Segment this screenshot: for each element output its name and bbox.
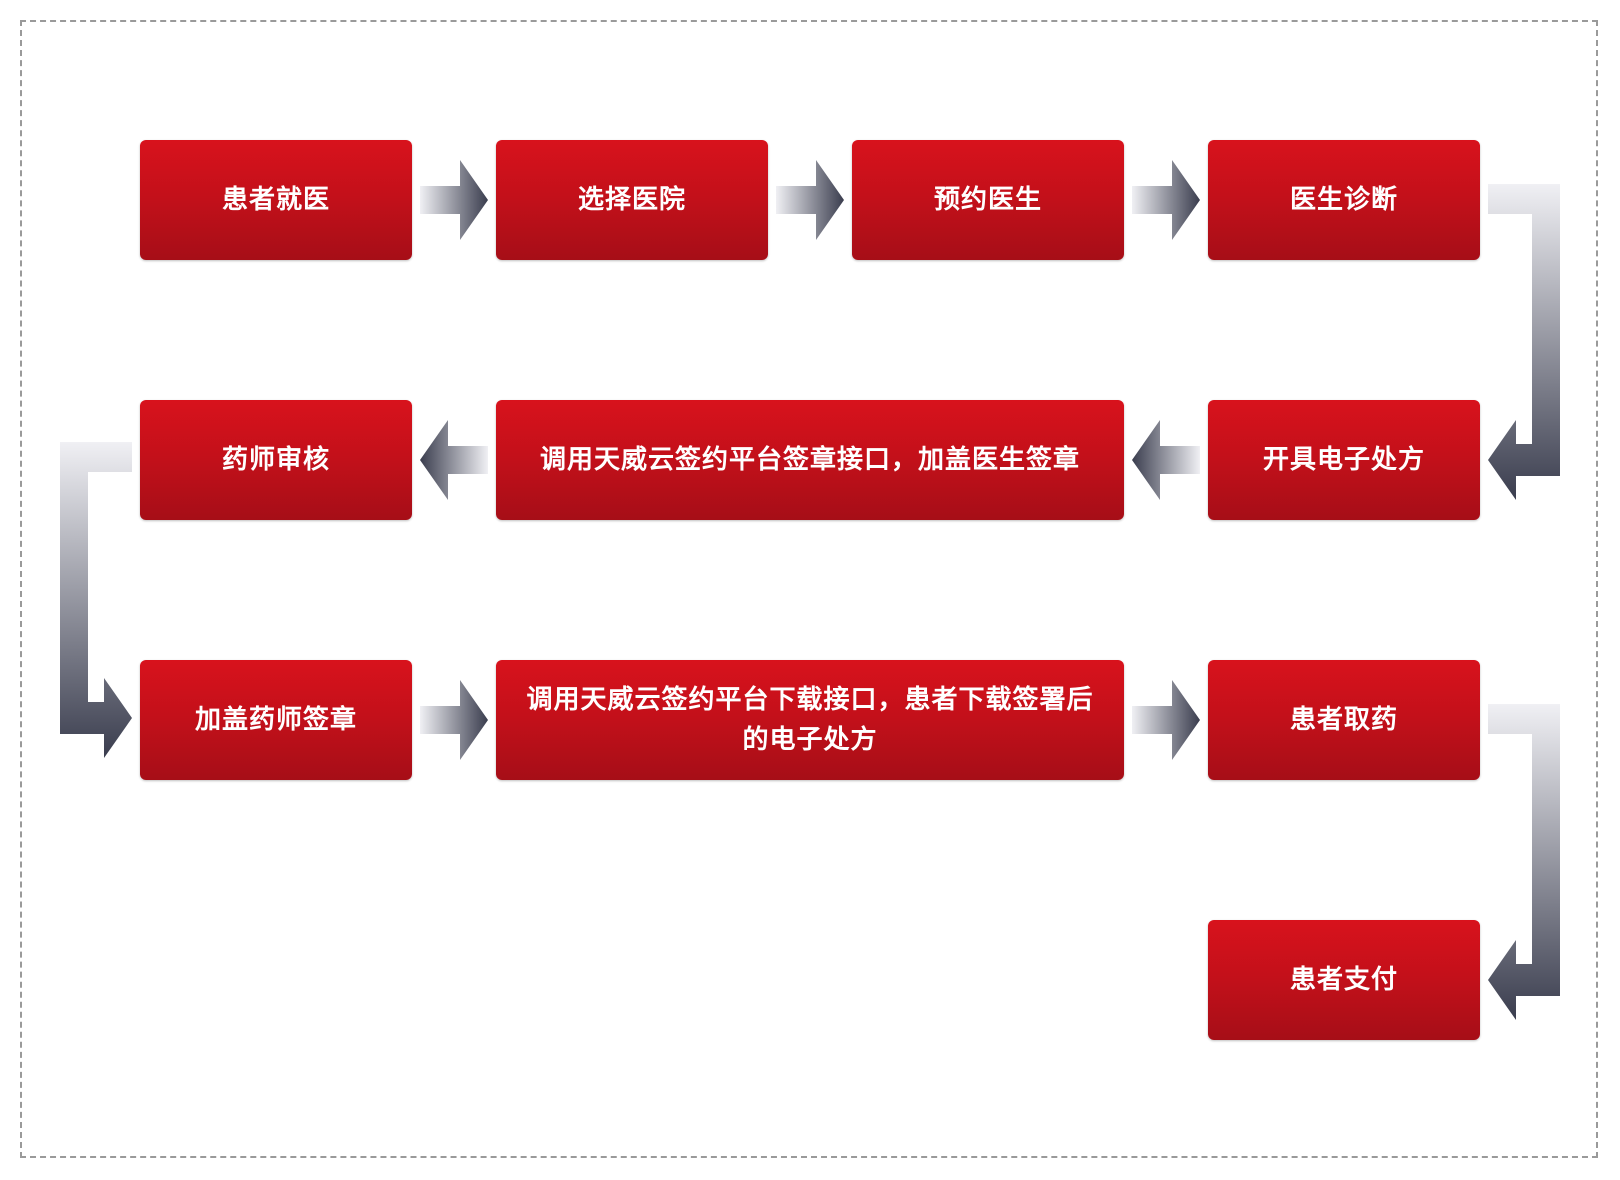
step-issue-prescription: 开具电子处方	[1208, 400, 1480, 520]
step-pharmacist-seal: 加盖药师签章	[140, 660, 412, 780]
arrow-right-icon	[420, 680, 488, 760]
step-book-doctor: 预约医生	[852, 140, 1124, 260]
step-patient-pickup: 患者取药	[1208, 660, 1480, 780]
step-call-download-api: 调用天威云签约平台下载接口，患者下载签署后的电子处方	[496, 660, 1124, 780]
dashed-frame	[20, 20, 1598, 1158]
elbow-arrow-icon	[60, 442, 132, 758]
step-call-sign-api: 调用天威云签约平台签章接口，加盖医生签章	[496, 400, 1124, 520]
elbow-arrow-icon	[1488, 184, 1560, 500]
arrow-right-icon	[1132, 680, 1200, 760]
step-label: 患者就医	[221, 185, 330, 215]
arrow-right-icon	[1132, 160, 1200, 240]
step-label: 医生诊断	[1289, 185, 1398, 215]
step-label: 药师审核	[221, 445, 330, 475]
step-label: 选择医院	[577, 185, 686, 215]
step-select-hospital: 选择医院	[496, 140, 768, 260]
step-label: 开具电子处方	[1262, 445, 1425, 475]
arrow-right-icon	[420, 160, 488, 240]
step-label: 调用天威云签约平台签章接口，加盖医生签章	[539, 445, 1080, 475]
step-label: 调用天威云签约平台下载接口，患者下载签署后的电子处方	[526, 685, 1094, 755]
step-patient-pay: 患者支付	[1208, 920, 1480, 1040]
step-doctor-diagnosis: 医生诊断	[1208, 140, 1480, 260]
elbow-arrow-icon	[1488, 704, 1560, 1020]
step-patient-visit: 患者就医	[140, 140, 412, 260]
step-label: 加盖药师签章	[194, 705, 357, 735]
arrow-right-icon	[776, 160, 844, 240]
step-pharmacist-review: 药师审核	[140, 400, 412, 520]
step-label: 预约医生	[933, 185, 1042, 215]
step-label: 患者取药	[1289, 705, 1398, 735]
step-label: 患者支付	[1289, 965, 1398, 995]
arrow-left-icon	[1132, 420, 1200, 500]
arrow-left-icon	[420, 420, 488, 500]
